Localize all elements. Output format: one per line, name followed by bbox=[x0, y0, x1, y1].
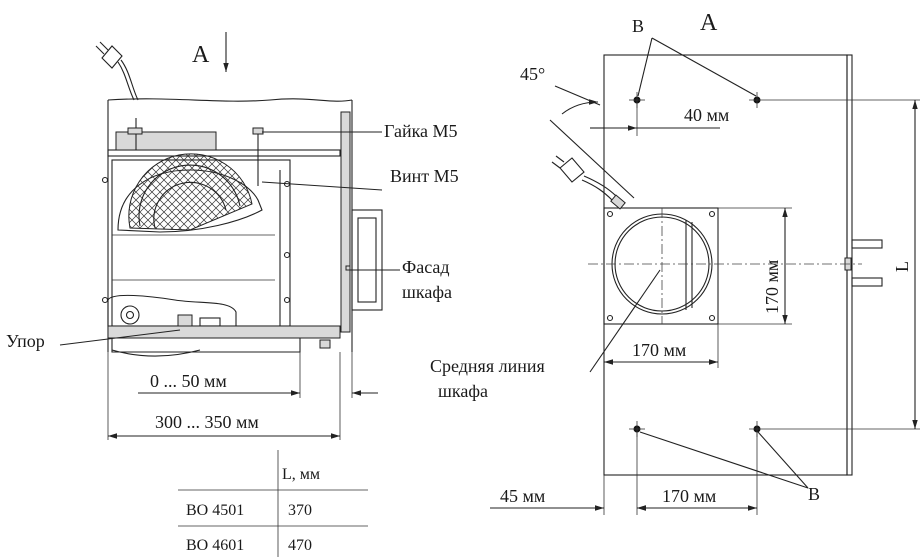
cabinet-wall bbox=[340, 111, 351, 333]
facade-label-line1: Фасад bbox=[402, 257, 450, 277]
corner-rivet-icon bbox=[708, 210, 716, 218]
table-cell-l: 470 bbox=[288, 537, 312, 554]
facade-marker bbox=[345, 265, 351, 271]
base-rail bbox=[107, 325, 341, 339]
dim-depth-text: 300 ... 350 мм bbox=[155, 412, 259, 432]
dim-length-text: L bbox=[892, 261, 912, 272]
stop-label: Упор bbox=[6, 331, 45, 351]
hole-leader bbox=[757, 431, 809, 489]
stop-leader bbox=[59, 329, 181, 346]
table-cell-model: BO 4501 bbox=[186, 502, 244, 519]
dim-offset-text: 0 ... 50 мм bbox=[150, 371, 227, 391]
side-view: A bbox=[6, 32, 459, 440]
corner-rivet-icon bbox=[606, 314, 614, 322]
facade-label-line2: шкафа bbox=[402, 282, 452, 302]
dim-hole-spacing-text: 170 мм bbox=[662, 486, 716, 506]
side-view-label: A bbox=[192, 42, 210, 68]
frame-rivet-icon bbox=[283, 296, 291, 304]
frame-rivet-icon bbox=[101, 176, 109, 184]
table-cell-l: 370 bbox=[288, 502, 312, 519]
spigot-bottom bbox=[851, 277, 883, 287]
front-view: A 45° bbox=[430, 10, 920, 515]
dim-opening-height-text: 170 мм bbox=[762, 260, 782, 314]
dim-40-text: 40 мм bbox=[684, 105, 729, 125]
fan-opening-frame bbox=[603, 207, 719, 325]
table-header-l: L, мм bbox=[282, 466, 320, 483]
hole-leader bbox=[639, 431, 809, 489]
hole-label-top: B bbox=[632, 16, 644, 36]
base-tray bbox=[111, 338, 301, 353]
hole-leader bbox=[651, 37, 757, 97]
front-view-label: A bbox=[700, 10, 718, 36]
top-plate bbox=[107, 149, 341, 157]
angle-label: 45° bbox=[520, 64, 545, 84]
spigot-top bbox=[851, 239, 883, 249]
plug-icon bbox=[551, 155, 626, 210]
stop-contour bbox=[111, 349, 201, 357]
nut-right-icon bbox=[252, 127, 264, 135]
plug-icon bbox=[95, 41, 139, 101]
frame-rivet-icon bbox=[101, 296, 109, 304]
dim-45-text: 45 мм bbox=[500, 486, 545, 506]
hole-label-bottom: B bbox=[808, 484, 820, 504]
facade-handle bbox=[351, 209, 383, 311]
corner-rivet-icon bbox=[708, 314, 716, 322]
motor-assembly bbox=[107, 294, 237, 327]
foot-icon bbox=[319, 339, 331, 349]
housing-break-line bbox=[107, 98, 353, 102]
hole-leader bbox=[637, 37, 653, 97]
corner-rivet-icon bbox=[606, 210, 614, 218]
angle-line bbox=[549, 119, 635, 199]
midline-label-line2: шкафа bbox=[438, 381, 488, 401]
facade-handle-inner bbox=[357, 217, 377, 303]
screw-label: Винт М5 bbox=[390, 166, 459, 186]
nut-left-icon bbox=[127, 127, 143, 135]
midline-label-line1: Средняя линия bbox=[430, 356, 545, 376]
fan-wheel-icon bbox=[117, 153, 263, 233]
midline-leader bbox=[589, 269, 661, 373]
model-table: L, мм BO 4501 370 BO 4601 470 bbox=[178, 450, 368, 557]
top-box bbox=[115, 131, 217, 151]
screw-leader bbox=[261, 181, 383, 191]
frame-rivet-icon bbox=[283, 251, 291, 259]
nut-label: Гайка М5 bbox=[384, 121, 458, 141]
dim-opening-width-text: 170 мм bbox=[632, 340, 686, 360]
table-cell-model: BO 4601 bbox=[186, 537, 244, 554]
angle-arc bbox=[561, 99, 599, 115]
